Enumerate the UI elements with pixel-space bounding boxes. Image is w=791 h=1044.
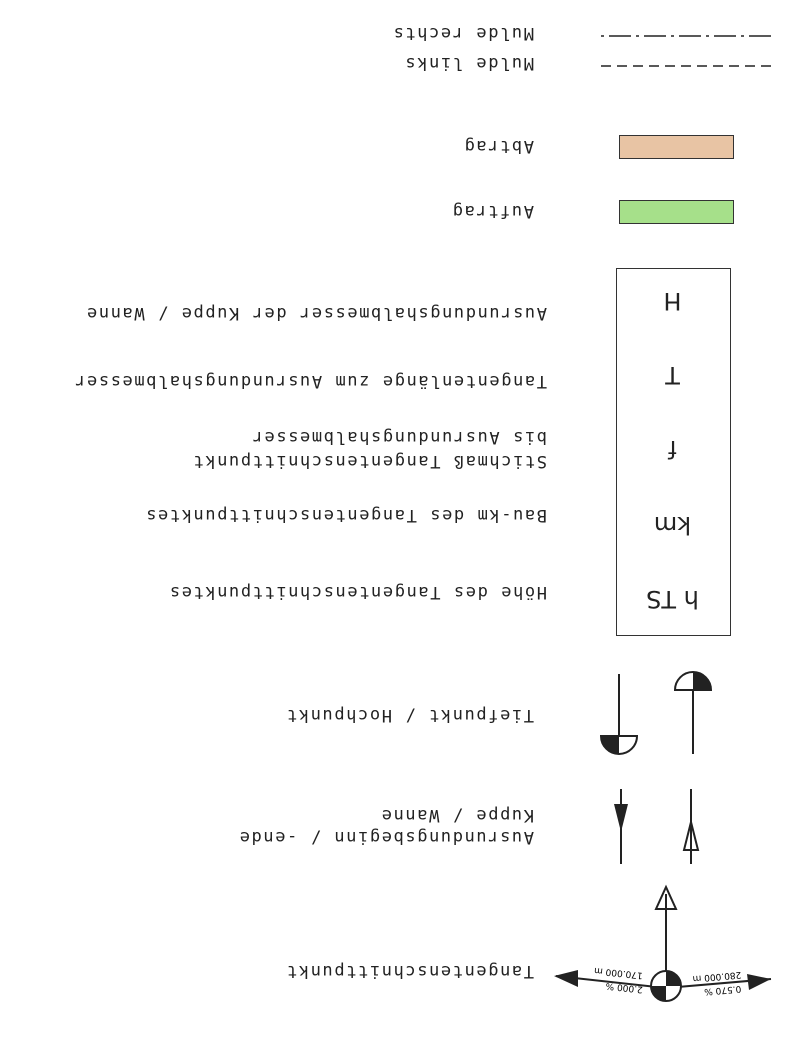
low-high-point-label: Tiefpunkt / Hochpunkt [285,705,534,725]
arrow-up-filled-icon [614,804,628,832]
parameter-box: h TS km f T H [616,268,731,636]
label-f-line1: Stichmaß Tangentenschnittpunkt [191,451,547,471]
label-h: Ausrundungshalbmesser der Kuppe / Wanne [85,303,547,323]
cut-label: Abtrag [462,136,534,156]
tangent-point-quadrant-bottom [666,971,681,986]
low-high-point-symbol [599,671,713,755]
parameter-symbol-f: f [668,435,677,463]
parameter-symbol-km: km [653,511,692,539]
label-hts: Höhe des Tangentenschnittpunktes [168,582,547,602]
arrow-left-icon [747,974,771,990]
arrow-down-outline-icon [682,821,700,851]
tangent-point-label: Tangentenschnittpunkt [285,961,534,981]
arrow-down-icon [654,884,678,910]
ditch-right-line [601,35,771,37]
parameter-symbol-t: T [665,361,680,389]
ditch-left-label: Mulde links [403,53,534,73]
left-grade-text: 0.570 % [703,983,741,996]
ditch-left-line [601,65,771,67]
ditch-right-label: Mulde rechts [391,23,534,43]
label-km: Bau-km des Tangentenschnittpunktes [144,505,547,525]
label-t: Tangentenlänge zum Ausrundungshalbmesser [73,371,547,391]
left-length-text: 280.000 m [692,969,742,983]
tangent-point-quadrant-top [651,986,666,1001]
right-length-text: 170.000 m [594,965,644,980]
fill-label: Auftrag [451,201,534,221]
arrow-right-icon [554,970,578,987]
parameter-symbol-h: H [663,287,682,315]
rounding-start-end-label-1: Ausrundungsbeginn / -ende [238,827,534,847]
label-f-line2: bis Ausrundungshalbmesser [251,427,547,447]
right-grade-text: 2.000 % [605,980,643,994]
fill-swatch [619,200,734,224]
tangent-point-symbol: 0.570 % 280.000 m 2.000 % 170.000 m [554,884,772,1002]
rounding-start-end-label-2: Kuppe / Wanne [380,805,534,825]
cut-swatch [619,135,734,159]
rounding-start-end-symbol [614,789,700,864]
parameter-symbol-hts: h TS [646,585,699,613]
